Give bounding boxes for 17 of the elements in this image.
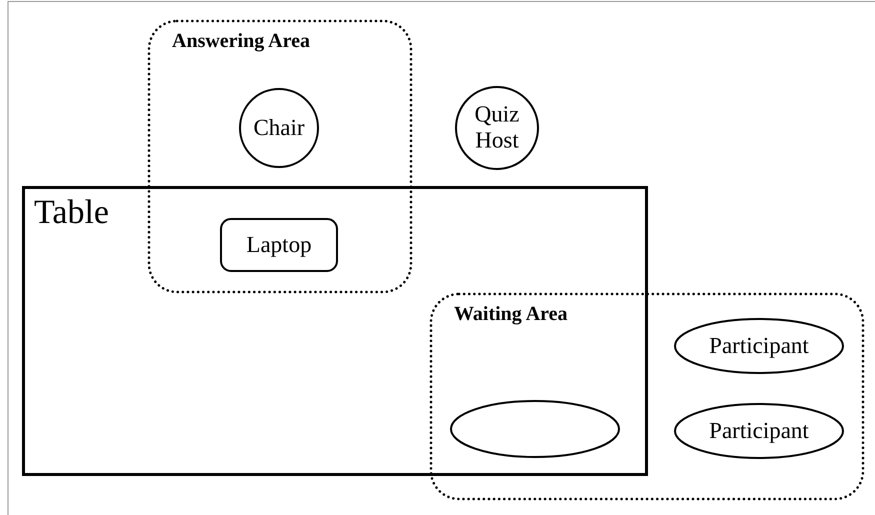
laptop-box xyxy=(220,218,338,272)
participant-ellipse xyxy=(674,403,844,459)
waiting-area xyxy=(430,293,864,500)
participant-ellipse xyxy=(674,318,844,374)
table-rect xyxy=(22,186,648,476)
area-title: Answering Area xyxy=(172,30,310,53)
answering-area xyxy=(148,20,412,293)
host-circle xyxy=(455,86,539,170)
node-label: Participant xyxy=(708,332,810,360)
robot-ellipse xyxy=(450,400,620,458)
area-title: Waiting Area xyxy=(454,303,568,326)
node-label: Laptop xyxy=(245,232,313,258)
table-label: Table xyxy=(34,194,110,232)
chair-circle xyxy=(239,88,319,168)
node-label: Quiz Host xyxy=(474,102,520,154)
node-label: Chair xyxy=(252,114,306,142)
node-label: Participant xyxy=(708,418,810,444)
